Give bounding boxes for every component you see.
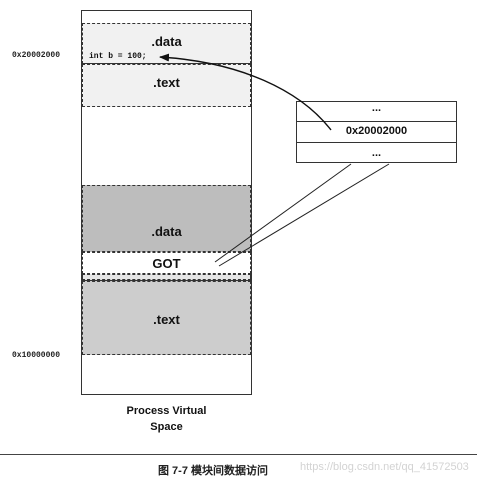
got-entry-row-ellipsis-bottom: ... [371,147,382,159]
address-label-high: 0x20002000 [12,51,61,60]
got-entry-row-ellipsis-top: ... [371,102,382,114]
got-entry-row-address: 0x20002000 [345,125,408,137]
figure-caption: 图 7-7 模块间数据访问 [158,465,269,477]
segment-top-data-label: .data [151,34,182,49]
segment-module-text-label: .text [153,312,180,327]
process-space-caption-line1: Process Virtual [126,405,207,417]
segment-gap [82,274,251,280]
segment-top-text-label: .text [153,75,180,90]
got-link-line-upper [214,163,352,263]
segment-got-label: GOT [152,256,181,271]
segment-got: GOT [82,252,251,274]
segment-module-data: .data [82,185,251,252]
figure-rule [0,454,477,455]
code-int-b: int b = 100; [89,52,147,61]
segment-top-text: .text [82,64,251,107]
process-space-caption-line2: Space [150,421,183,433]
segment-divider [82,280,251,281]
pointer-arrow [159,53,332,131]
table-divider [297,121,456,122]
segment-module-text: .text [82,281,251,355]
got-link-line-lower [218,163,390,267]
address-label-low: 0x10000000 [12,351,61,360]
got-entry-table: ... 0x20002000 ... [296,101,457,163]
segment-module-data-label: .data [151,224,182,239]
watermark: https://blog.csdn.net/qq_41572503 [300,461,469,473]
table-divider [297,142,456,143]
segment-divider [82,63,251,64]
